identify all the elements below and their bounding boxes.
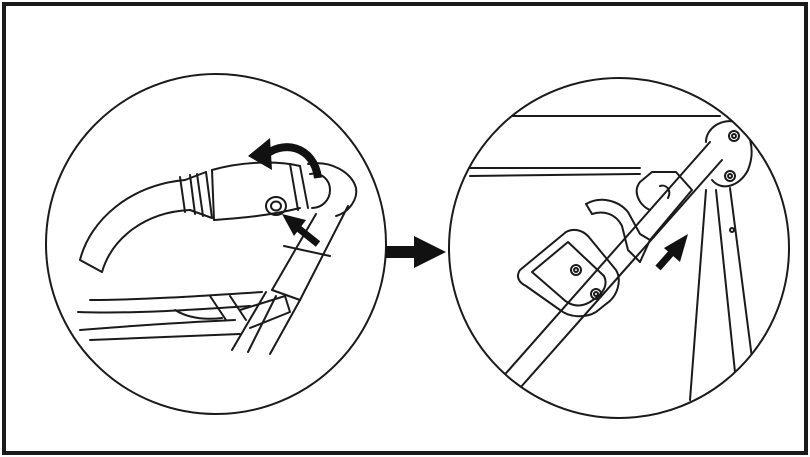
right-detail-circle xyxy=(448,77,790,419)
release-button xyxy=(265,196,287,216)
push-arrow xyxy=(655,234,688,271)
push-arrow xyxy=(282,214,321,247)
left-detail-circle xyxy=(45,73,387,415)
rotate-arrow xyxy=(248,138,322,179)
lower-bracket xyxy=(517,228,620,318)
frame-base xyxy=(77,291,291,341)
left-panel xyxy=(45,73,387,415)
frame-tube xyxy=(499,141,723,389)
handle-collar xyxy=(179,171,213,219)
upper-hinge xyxy=(705,120,753,188)
right-arrow xyxy=(386,236,446,268)
handlebar-tube xyxy=(79,179,191,273)
right-panel xyxy=(448,77,790,419)
adjustment-knob xyxy=(211,161,358,221)
hook-latch xyxy=(585,171,693,263)
